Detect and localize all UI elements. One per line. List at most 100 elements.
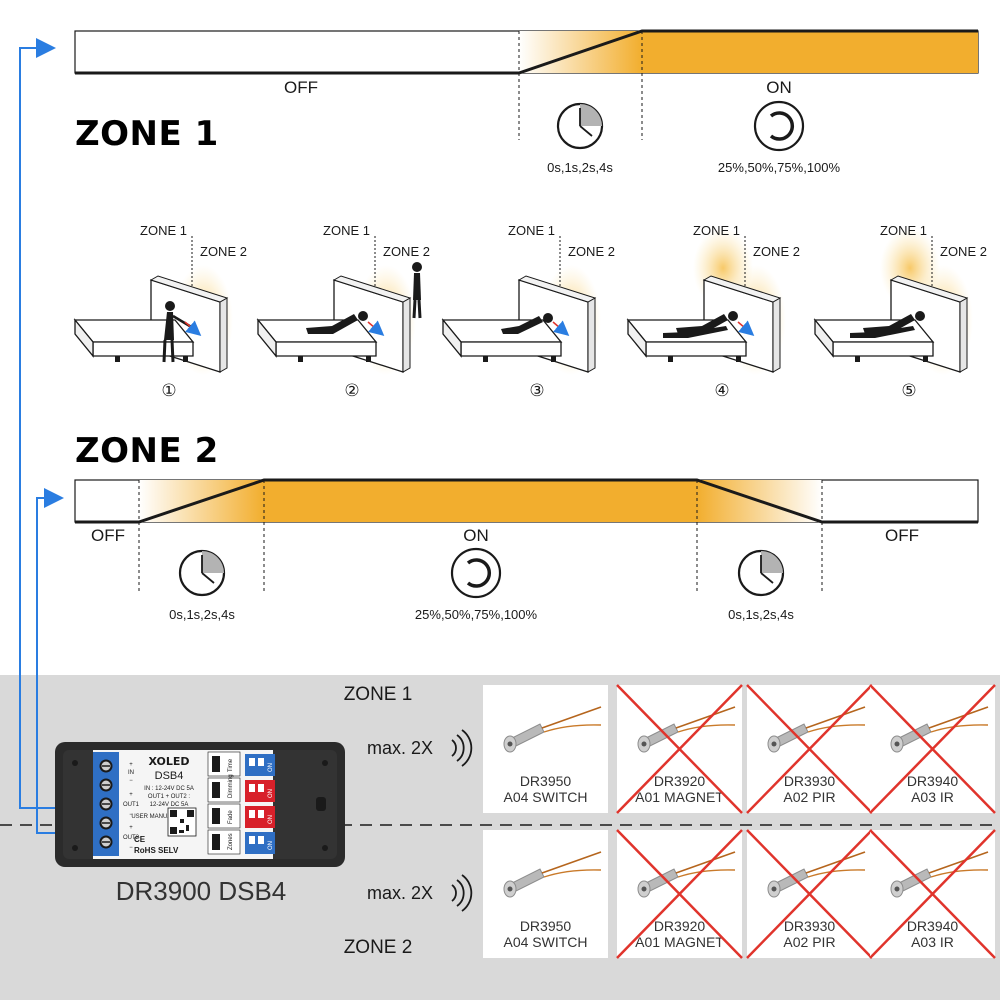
scene-zone2-label: ZONE 2 xyxy=(383,244,430,259)
device-model: DSB4 xyxy=(155,770,184,782)
touch-arrow-icon xyxy=(367,320,385,336)
zone1-dim-options: 25%,50%,75%,100% xyxy=(718,160,841,175)
signal-icon xyxy=(451,874,473,912)
not-supported-cross-icon xyxy=(616,684,743,814)
scene-zone1-label: ZONE 1 xyxy=(323,223,370,238)
sensor-name: A02 PIR xyxy=(783,789,835,805)
sensor-code: DR3950 xyxy=(520,773,572,789)
mini-switch[interactable] xyxy=(212,756,220,772)
zone2-fade-in-options: 0s,1s,2s,4s xyxy=(169,607,235,622)
zone2-fade-out-options: 0s,1s,2s,4s xyxy=(728,607,794,622)
terminal-label: − xyxy=(129,778,133,784)
terminal-label: + xyxy=(129,762,133,768)
person-figure xyxy=(412,262,553,334)
scene-zone2-label: ZONE 2 xyxy=(753,244,800,259)
mini-switch[interactable] xyxy=(212,808,220,824)
scene-zone2-label: ZONE 2 xyxy=(940,244,987,259)
zone1-connection-arrow xyxy=(19,38,75,809)
mini-switch[interactable] xyxy=(212,782,220,798)
zone2-level-line xyxy=(75,478,978,524)
zone2-dim-options: 25%,50%,75%,100% xyxy=(415,607,538,622)
dip-on-label: ON xyxy=(268,815,274,824)
not-supported-cross-icon xyxy=(746,829,873,959)
scene-zone1-label: ZONE 1 xyxy=(693,223,740,238)
zone1-level-line xyxy=(75,29,978,75)
bottom-zone2-label: ZONE 2 xyxy=(344,937,413,958)
zone1-max-label: max. 2X xyxy=(367,738,433,758)
sensor-code: DR3920 xyxy=(654,773,706,789)
switch-label: Zones xyxy=(228,833,234,850)
sensor-code: DR3930 xyxy=(784,918,836,934)
sensor-name: A04 SWITCH xyxy=(503,789,587,805)
device-name: DR3900 DSB4 xyxy=(116,876,287,906)
sensor-code: DR3940 xyxy=(907,773,959,789)
dip-on-label: ON xyxy=(268,841,274,850)
scene-zone1-label: ZONE 1 xyxy=(880,223,927,238)
zone1-off-label: OFF xyxy=(284,78,318,97)
terminal-label: − xyxy=(129,812,133,818)
dimmer-icon xyxy=(450,547,502,599)
scene-zone2-label: ZONE 2 xyxy=(200,244,247,259)
qr-code xyxy=(167,807,197,837)
zone2-max-label: max. 2X xyxy=(367,883,433,903)
sensor-name: A03 IR xyxy=(911,934,954,950)
scene: ZONE 1 ZONE 2 ⑤ xyxy=(813,223,987,400)
device-spec-in: IN : 12-24V DC 5A xyxy=(144,786,194,792)
not-supported-cross-icon xyxy=(746,684,873,814)
person-figure xyxy=(162,301,194,363)
signal-icon xyxy=(451,729,473,767)
scene-step-number: ③ xyxy=(529,381,544,400)
scene-step-number: ⑤ xyxy=(901,381,916,400)
device-brand: XOLED xyxy=(148,755,189,768)
switch-label: Fade xyxy=(228,810,234,824)
zone2-on-region xyxy=(264,480,697,522)
sensor-code: DR3930 xyxy=(784,773,836,789)
scene-zone1-label: ZONE 1 xyxy=(140,223,187,238)
sensor-code: DR3940 xyxy=(907,918,959,934)
zone2-on-label: ON xyxy=(463,526,489,545)
touch-arrow-icon xyxy=(737,320,755,336)
dip-on-label: ON xyxy=(268,789,274,798)
sensor-name: A04 SWITCH xyxy=(503,934,587,950)
zone2-off-right-label: OFF xyxy=(885,526,919,545)
person-figure xyxy=(306,311,368,334)
bottom-zone1-label: ZONE 1 xyxy=(344,684,413,705)
zone1-title: ZONE 1 xyxy=(75,114,219,154)
touch-arrow-icon xyxy=(184,320,202,336)
zone1-on-label: ON xyxy=(766,78,792,97)
terminal-label: OUT2 xyxy=(123,835,140,841)
device-marks: RoHS SELV xyxy=(134,846,179,855)
sensor-code: DR3920 xyxy=(654,918,706,934)
device-spec-out1: OUT1 + OUT2 : xyxy=(148,794,191,800)
sensor-name: A02 PIR xyxy=(783,934,835,950)
zone1-fade-options: 0s,1s,2s,4s xyxy=(547,160,613,175)
dip-on-label: ON xyxy=(268,763,274,772)
sensor-name: A01 MAGNET xyxy=(635,789,724,805)
zone2-off-left-label: OFF xyxy=(91,526,125,545)
zone1-timeline: OFF ON xyxy=(74,29,979,140)
mini-switch[interactable] xyxy=(212,834,220,850)
not-supported-cross-icon xyxy=(869,829,996,959)
switch-label: Dimming xyxy=(228,774,234,798)
sensor-name: A01 MAGNET xyxy=(635,934,724,950)
controller-device: +IN−+OUT1−+OUT2− XOLED DSB4 IN : 12-24V … xyxy=(55,742,345,867)
not-supported-cross-icon xyxy=(616,829,743,959)
person-figure xyxy=(663,311,738,338)
terminal-label: + xyxy=(129,825,133,831)
terminal-label: + xyxy=(129,792,133,798)
scene-step-number: ④ xyxy=(714,381,729,400)
